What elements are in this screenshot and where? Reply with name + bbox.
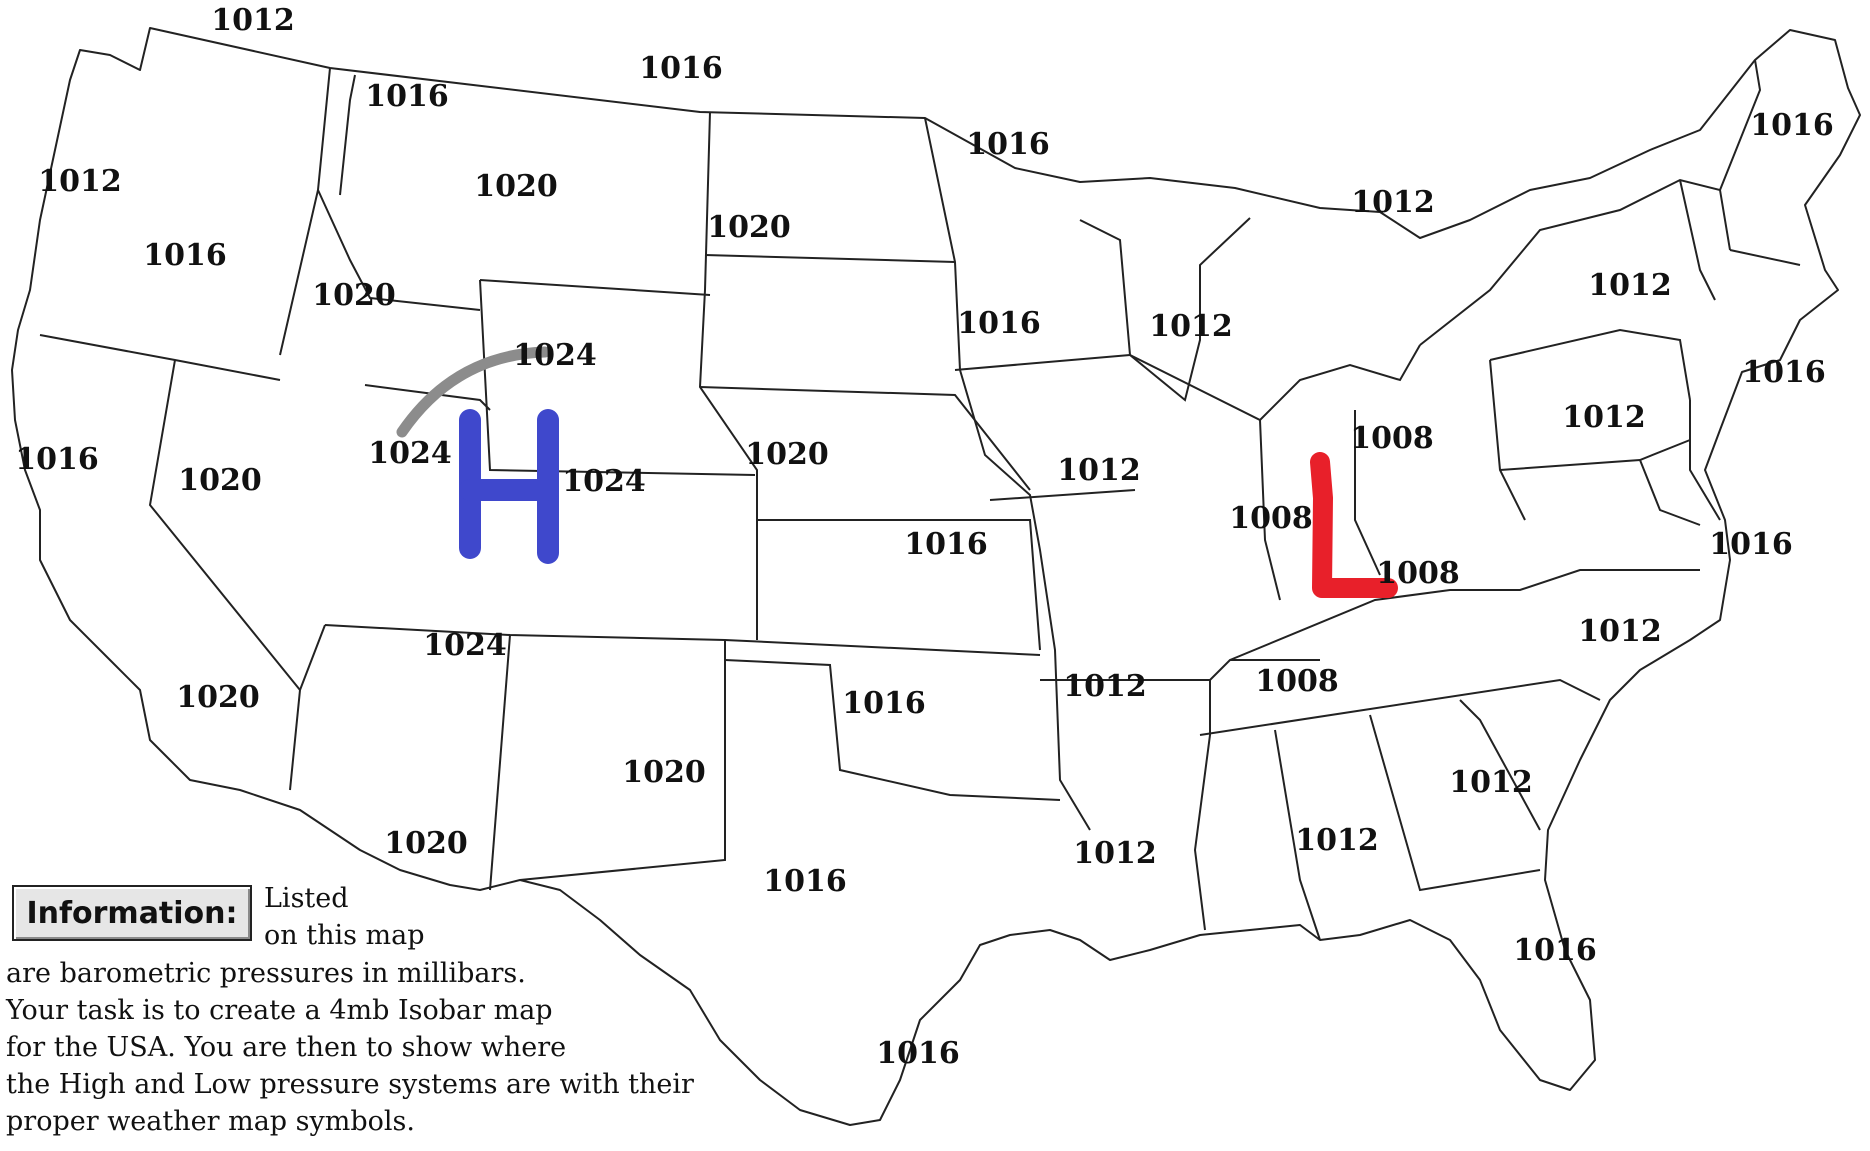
pressure-label-co-west: 1024 (562, 464, 646, 499)
pressure-label-tx-south: 1016 (876, 1036, 960, 1071)
info-lead-line: on this map (264, 920, 425, 951)
pressure-label-wi: 1012 (1149, 309, 1233, 344)
pressure-label-mn: 1016 (966, 127, 1050, 162)
pressure-label-az-south: 1020 (384, 826, 468, 861)
pressure-label-me: 1016 (1750, 108, 1834, 143)
low-pressure-symbol (1310, 452, 1398, 598)
pressure-label-mt: 1020 (474, 169, 558, 204)
pressure-label-ut-north: 1024 (368, 436, 452, 471)
pressure-label-ne: 1020 (745, 437, 829, 472)
info-line: for the USA. You are then to show where (6, 1032, 567, 1063)
pressure-label-ks: 1016 (904, 527, 988, 562)
info-lead-line: Listed (264, 883, 349, 914)
isobar-arc (396, 346, 551, 438)
pressure-label-az: 1020 (176, 680, 260, 715)
pressure-label-id: 1020 (312, 278, 396, 313)
pressure-label-nv: 1020 (178, 463, 262, 498)
pressure-label-nc: 1012 (1578, 614, 1662, 649)
info-lead-text: Listed on this map (264, 880, 464, 954)
pressure-label-ar: 1012 (1073, 836, 1157, 871)
info-line: Your task is to create a 4mb Isobar map (6, 995, 553, 1026)
pressure-label-ut-south: 1024 (423, 628, 507, 663)
pressure-label-ny: 1012 (1588, 268, 1672, 303)
info-line: are barometric pressures in millibars. (6, 958, 526, 989)
us-outline (11, 27, 1861, 1126)
pressure-label-ga: 1012 (1449, 765, 1533, 800)
pressure-label-nj: 1016 (1742, 355, 1826, 390)
pressure-label-nd-north: 1016 (639, 51, 723, 86)
pressure-label-wy: 1024 (513, 338, 597, 373)
pressure-label-in: 1008 (1229, 501, 1313, 536)
pressure-label-ok: 1016 (842, 686, 926, 721)
pressure-labels: 1012 1012 1016 1020 1016 1020 1016 1020 … (15, 3, 1834, 1071)
info-line: the High and Low pressure systems are wi… (6, 1069, 694, 1100)
pressure-label-fl: 1016 (1513, 933, 1597, 968)
pressure-label-sd-e: 1016 (957, 306, 1041, 341)
pressure-label-wa-north: 1012 (211, 3, 295, 38)
pressure-label-va: 1016 (1709, 527, 1793, 562)
pressure-label-oh: 1008 (1350, 421, 1434, 456)
info-body-text: are barometric pressures in millibars. Y… (6, 955, 746, 1140)
pressure-label-tx: 1016 (763, 864, 847, 899)
pressure-label-nd: 1020 (707, 210, 791, 245)
info-line: proper weather map symbols. (6, 1106, 415, 1137)
pressure-label-tn: 1008 (1255, 664, 1339, 699)
pressure-label-or: 1016 (143, 238, 227, 273)
information-label-box: Information: (12, 885, 252, 941)
information-label: Information: (26, 895, 238, 931)
pressure-label-wa-west: 1012 (38, 164, 122, 199)
pressure-label-ia: 1012 (1057, 453, 1141, 488)
pressure-label-mi: 1012 (1351, 185, 1435, 220)
pressure-label-pa: 1012 (1562, 400, 1646, 435)
high-pressure-symbol (459, 409, 559, 564)
pressure-label-ms-al: 1012 (1295, 823, 1379, 858)
pressure-label-ky: 1008 (1376, 556, 1460, 591)
state-borders (39, 59, 1801, 941)
pressure-label-ca: 1016 (15, 442, 99, 477)
pressure-label-mo-south: 1012 (1063, 669, 1147, 704)
pressure-label-mt-west: 1016 (365, 79, 449, 114)
pressure-label-nm: 1020 (622, 755, 706, 790)
